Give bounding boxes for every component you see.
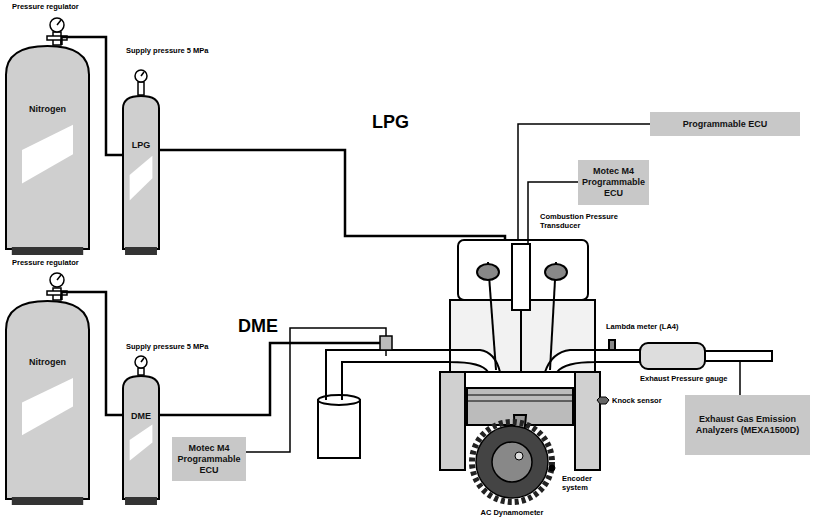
part-label: Pressure regulator — [12, 2, 132, 11]
gauge-needle — [57, 20, 61, 25]
dynamometer — [472, 422, 555, 502]
part-label: AC Dynamometer — [458, 508, 566, 517]
valve — [138, 82, 144, 95]
gauge — [135, 70, 147, 82]
part-label: Supply pressure 5 MPa — [126, 342, 236, 351]
valve-spring — [545, 264, 567, 280]
encoder — [549, 465, 555, 471]
cylinder-highlight — [22, 125, 73, 184]
lambda-sensor — [609, 340, 615, 350]
part-label: Pressure regulator — [12, 258, 132, 267]
surge-tank — [318, 350, 450, 458]
tail-pipe — [705, 351, 772, 361]
node-text: Nitrogen — [29, 104, 66, 115]
gauge-needle — [141, 72, 144, 76]
pressure-transducer — [512, 244, 530, 310]
cylinder-highlight — [130, 424, 153, 460]
intake-pipe-wall — [342, 362, 450, 400]
gauge — [50, 18, 64, 32]
ecu-wire — [246, 328, 386, 452]
fuel-label: LPG — [372, 112, 432, 133]
part-label: Combustion Pressure Transducer — [540, 212, 630, 230]
cylinder-body — [123, 96, 159, 249]
cylinder-shape — [5, 300, 90, 505]
pressure-regulator — [47, 273, 67, 300]
cylinder-foot — [12, 497, 83, 505]
gauge — [135, 356, 147, 368]
pressure-regulator — [47, 18, 67, 45]
gear — [476, 426, 548, 498]
tank-top — [318, 395, 360, 405]
part-label: Knock sensor — [612, 396, 672, 405]
tank-body — [318, 400, 360, 458]
valve-spring — [477, 264, 499, 280]
node-text: Motec M4 Programmable ECU — [582, 166, 645, 199]
cylinder-foot — [125, 497, 157, 505]
knock-sensor — [597, 397, 609, 404]
cylinder-shape — [122, 375, 160, 505]
node-text: Programmable ECU — [683, 119, 768, 130]
gas-cylinder: Nitrogen — [5, 300, 90, 505]
node-text: DME — [131, 411, 151, 422]
cylinder-highlight — [130, 156, 153, 201]
spark-plug — [520, 310, 522, 372]
cylinder-foot — [12, 247, 83, 255]
node-text: Nitrogen — [29, 357, 66, 368]
part-label: Exhaust Pressure gauge — [640, 374, 740, 383]
lpg-fuel-line — [160, 150, 505, 244]
sample-line — [739, 361, 741, 395]
cylinder-highlight — [22, 378, 73, 435]
ecu-box: Programmable ECU — [650, 112, 800, 136]
part-label: Supply pressure 5 MPa — [126, 46, 236, 55]
gear-teeth — [472, 422, 552, 502]
block-wall — [440, 372, 465, 470]
cylinder-body — [6, 301, 89, 499]
node-text: LPG — [132, 140, 151, 151]
ecu-box: Motec M4 Programmable ECU — [578, 160, 649, 205]
gauge-needle — [57, 275, 61, 280]
catalytic-converter — [640, 343, 705, 369]
fuel-label: DME — [238, 316, 288, 337]
gas-cylinder: DME — [122, 375, 160, 505]
node-text: Motec M4 Programmable ECU — [176, 443, 242, 476]
gas-cylinder: Nitrogen — [5, 45, 90, 255]
valve — [138, 368, 144, 375]
dme-fuel-line — [160, 343, 380, 415]
injector-nozzle — [385, 350, 387, 356]
injector — [380, 336, 392, 356]
injector-body — [380, 336, 392, 350]
piston-ring — [467, 401, 573, 402]
part-label: Lambda meter (LA4) — [606, 322, 696, 331]
exhaust-port — [545, 350, 595, 372]
crank — [492, 442, 532, 482]
block-wall — [575, 372, 600, 470]
analyzer-box: Exhaust Gas Emission Analyzers (MEXA1500… — [685, 395, 810, 455]
cylinder-body — [123, 376, 159, 499]
piston-ring — [467, 395, 573, 396]
ecu-box: Motec M4 Programmable ECU — [172, 437, 246, 481]
intake-port — [450, 350, 500, 372]
pressure-gauge — [135, 70, 147, 95]
gauge — [50, 273, 64, 287]
cylinder-body — [6, 46, 89, 249]
gauge-needle — [141, 358, 144, 362]
crank-pin — [515, 452, 523, 460]
cylinder-foot — [125, 247, 157, 255]
intake-pipe-wall — [326, 350, 450, 400]
exhaust-pipe — [595, 350, 640, 362]
gas-cylinder: LPG — [122, 95, 160, 255]
pressure-gauge — [135, 356, 147, 375]
cylinder-shape — [122, 95, 160, 255]
node-text: Exhaust Gas Emission Analyzers (MEXA1500… — [689, 414, 806, 436]
exhaust-system — [595, 340, 772, 369]
cylinder-shape — [5, 45, 90, 255]
part-label: Encoder system — [562, 474, 602, 492]
